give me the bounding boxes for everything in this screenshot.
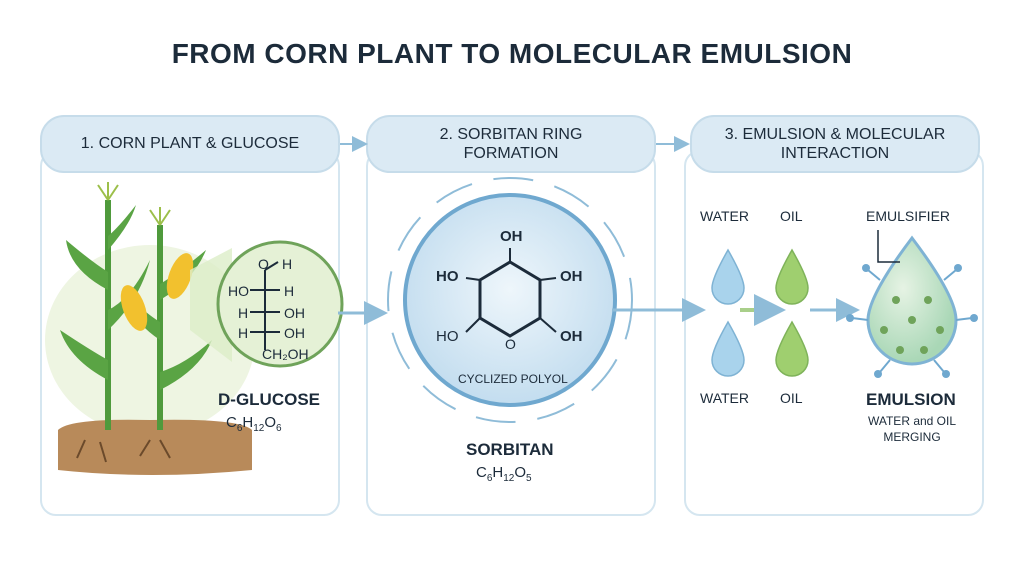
oil-label-bottom: OIL <box>780 390 803 406</box>
glucose-oh1: OH <box>284 305 305 321</box>
sorbitan-ring-text: CYCLIZED POLYOL <box>458 372 568 386</box>
glucose-formula: C6H12O6 <box>226 414 282 434</box>
water-label-bottom: WATER <box>700 390 749 406</box>
sorbitan-bubble <box>387 177 633 423</box>
step-3-header: 3. EMULSION & MOLECULAR INTERACTION <box>690 115 980 173</box>
sorbitan-oh-right: OH <box>560 268 583 285</box>
glucose-ch2oh: CH₂OH <box>262 346 309 362</box>
emulsion-drop <box>846 230 978 378</box>
glucose-h2: H <box>284 283 295 299</box>
glucose-oh2: OH <box>284 325 305 341</box>
glucose-o: O <box>258 256 269 272</box>
sorbitan-oh-top: OH <box>500 228 523 245</box>
water-label-top: WATER <box>700 208 749 224</box>
sorbitan-name: SORBITAN <box>466 440 554 459</box>
emulsion-description: WATER and OIL MERGING <box>867 414 957 444</box>
page-title: FROM CORN PLANT TO MOLECULAR EMULSION <box>171 38 853 69</box>
glucose-name: D-GLUCOSE <box>218 390 320 409</box>
oil-drop-top <box>775 248 809 305</box>
water-drop-top <box>711 248 745 305</box>
sorbitan-formula: C6H12O5 <box>476 464 532 484</box>
glucose-h4: H <box>238 325 249 341</box>
sorbitan-ho-bottom: HO <box>436 328 459 345</box>
sorbitan-ring-o: O <box>505 336 516 352</box>
glucose-structure <box>190 240 344 368</box>
step-1-header: 1. CORN PLANT & GLUCOSE <box>40 115 340 173</box>
oil-label-top: OIL <box>780 208 803 224</box>
emulsifier-label: EMULSIFIER <box>866 208 951 224</box>
glucose-h3: H <box>238 305 249 321</box>
water-drop-bottom <box>711 320 745 377</box>
glucose-h1: H <box>282 256 293 272</box>
glucose-ho: HO <box>228 283 249 299</box>
emulsion-name: EMULSION <box>866 390 956 409</box>
sorbitan-oh-bottom: OH <box>560 328 583 345</box>
oil-drop-bottom <box>775 320 809 377</box>
sorbitan-ho-left: HO <box>436 268 459 285</box>
step-2-header: 2. SORBITAN RING FORMATION <box>366 115 656 173</box>
